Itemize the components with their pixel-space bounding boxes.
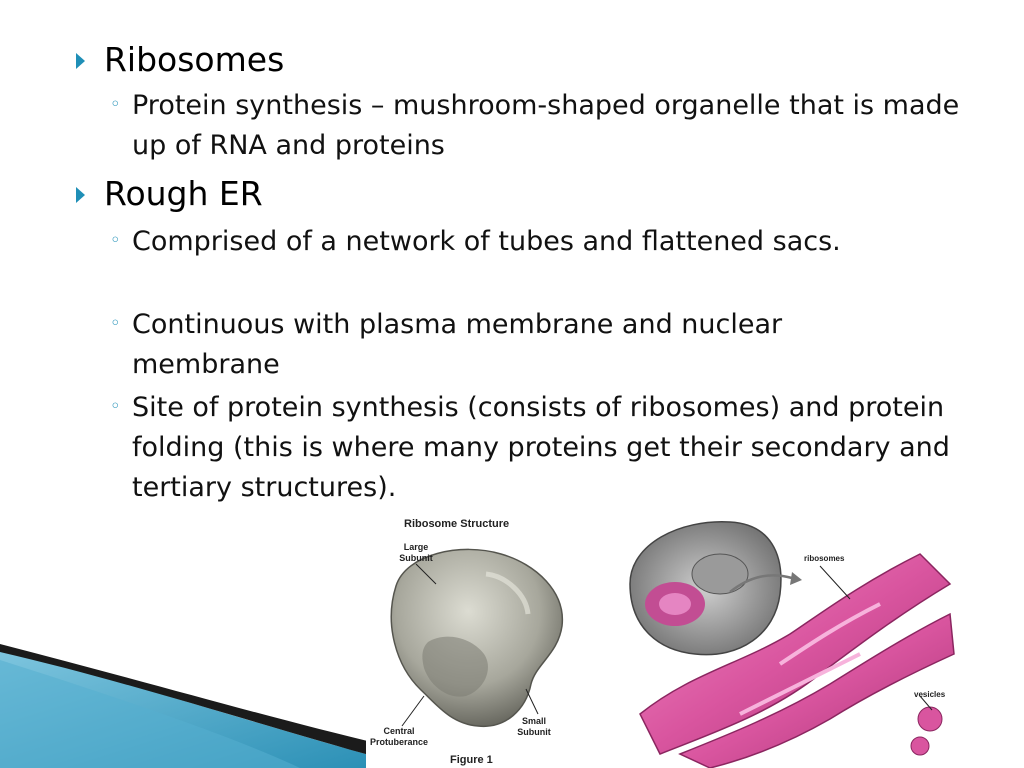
label-ribosomes: ribosomes <box>804 554 845 563</box>
point-text: Protein synthesis – mushroom-shaped orga… <box>132 90 960 161</box>
ribosome-figure: Ribosome Structure Large Subunit Central… <box>366 514 580 768</box>
section-title: Rough ER <box>104 174 263 213</box>
rough-er-figure: ribosomes vesicles <box>620 514 964 768</box>
section-title: Ribosomes <box>104 40 285 79</box>
point-text: Continuous with plasma membrane and nucl… <box>132 309 783 380</box>
bullet-arrow-icon <box>76 187 85 203</box>
ribosome-illustration <box>390 548 564 727</box>
rough-er-illustration <box>629 521 955 768</box>
bullet-arrow-icon <box>76 53 85 69</box>
circle-bullet-icon: ◦ <box>110 94 121 115</box>
circle-bullet-icon: ◦ <box>110 313 121 334</box>
label-central-protuberance: Central Protuberance <box>369 726 429 747</box>
point-text: Comprised of a network of tubes and flat… <box>132 226 841 257</box>
circle-bullet-icon: ◦ <box>110 230 121 251</box>
figure-caption: Figure 1 <box>450 754 493 766</box>
circle-bullet-icon: ◦ <box>110 396 121 417</box>
label-large-subunit: Large Subunit <box>399 542 433 563</box>
figure-title: Ribosome Structure <box>404 518 510 530</box>
label-small-subunit: Small Subunit <box>517 716 551 737</box>
decorative-swoosh <box>0 644 380 768</box>
point-text: Site of protein synthesis (consists of r… <box>132 392 950 503</box>
label-vesicles: vesicles <box>914 690 946 699</box>
